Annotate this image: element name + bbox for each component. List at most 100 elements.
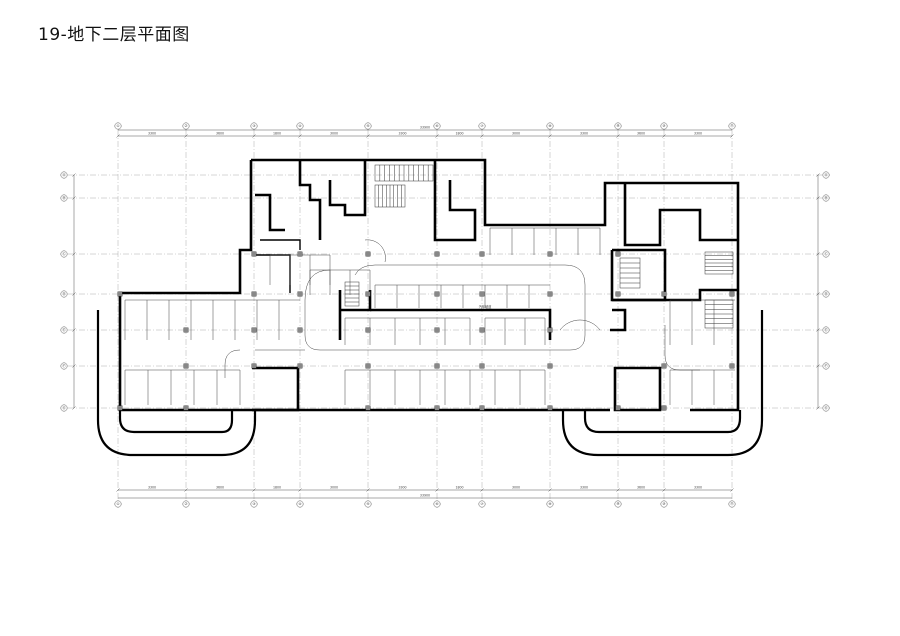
- dimension-tick: [480, 134, 484, 138]
- axis-label-col: ②: [184, 124, 187, 128]
- axis-label-row: Ⓕ: [824, 363, 828, 368]
- axis-label-row: Ⓓ: [824, 291, 828, 296]
- axis-bubble-row: [822, 171, 830, 179]
- dimension-tick: [480, 488, 484, 492]
- dimension-tick: [816, 196, 820, 200]
- column: [547, 405, 553, 411]
- axis-bubble-col: [614, 500, 622, 508]
- axis-bubble-col: [182, 500, 190, 508]
- axis-label-row: Ⓔ: [62, 327, 66, 332]
- column: [365, 251, 371, 257]
- axis-bubble-col: [182, 122, 190, 130]
- axis-label-col: ④: [298, 502, 301, 506]
- column: [615, 251, 621, 257]
- dimension-tick: [252, 134, 256, 138]
- dimension-tick: [435, 134, 439, 138]
- axis-label-col: ①: [116, 124, 119, 128]
- dimension-tick: [72, 364, 76, 368]
- wall-right-connector: [612, 288, 738, 302]
- dimension-value: 3600: [637, 132, 645, 136]
- axis-label-row: Ⓒ: [824, 251, 828, 256]
- column: [434, 291, 440, 297]
- dimension-tick: [116, 134, 120, 138]
- dimension-value: 3300: [148, 132, 156, 136]
- wall-core-1: [298, 160, 322, 240]
- dimension-value: 3300: [148, 486, 156, 490]
- column: [615, 405, 621, 411]
- dimension-tick: [816, 252, 820, 256]
- dimension-tick: [548, 134, 552, 138]
- wall-left-core-cell-2: [260, 239, 301, 250]
- axis-label-col: ③: [252, 124, 255, 128]
- column: [251, 251, 257, 257]
- axis-label-col: ⑤: [366, 124, 370, 128]
- dimension-value: 1800: [455, 132, 463, 136]
- column: [547, 363, 553, 369]
- wall-right-mid: [610, 308, 627, 332]
- axis-label-col: ②: [184, 502, 187, 506]
- wall-right-lower: [690, 300, 740, 412]
- dimension-tick: [72, 196, 76, 200]
- structural-columns: [117, 251, 735, 411]
- axis-bubble-col: [478, 122, 486, 130]
- dimension-tick: [72, 252, 76, 256]
- column: [297, 291, 303, 297]
- axis-label-row: Ⓑ: [824, 195, 828, 200]
- dimension-tick: [435, 488, 439, 492]
- column: [479, 405, 485, 411]
- axis-bubble-col: [614, 122, 622, 130]
- stair-hatches: [344, 164, 734, 329]
- axis-bubble-col: [433, 500, 441, 508]
- axis-bubble-row: [822, 194, 830, 202]
- column: [661, 291, 667, 297]
- axis-label-col: ⑥: [435, 124, 439, 128]
- overall-dimension-value: 33900: [420, 494, 430, 498]
- dimension-tick: [72, 328, 76, 332]
- ramp-label: 汽车坡道: [479, 304, 493, 309]
- column: [183, 363, 189, 369]
- wall-right-bottom-core: [613, 366, 662, 412]
- dimension-value: 3600: [216, 132, 224, 136]
- wall-left-core-cell: [255, 254, 291, 293]
- axis-label-col: ⑨: [616, 502, 620, 506]
- wall-center-2: [370, 308, 552, 340]
- axis-bubble-row: [60, 404, 68, 412]
- axis-bubble-col: [364, 500, 372, 508]
- axis-label-row: Ⓒ: [62, 251, 66, 256]
- dimension-tick: [72, 173, 76, 177]
- dimension-value: 1800: [455, 486, 463, 490]
- dimension-value: 3300: [694, 132, 702, 136]
- axis-label-col: ⑦: [480, 124, 483, 128]
- dimension-tick: [616, 488, 620, 492]
- axis-bubble-row: [60, 362, 68, 370]
- dimension-value: 1800: [273, 132, 281, 136]
- axis-label-row: Ⓕ: [62, 363, 66, 368]
- axis-label-col: ⑩: [662, 124, 665, 128]
- ramp-right-outer: [561, 310, 764, 457]
- axis-label-row: Ⓑ: [62, 195, 66, 200]
- dimension-value: 3600: [637, 486, 645, 490]
- column: [479, 363, 485, 369]
- wall-core-2: [328, 160, 367, 217]
- column: [434, 327, 440, 333]
- axis-label-col: ⑤: [366, 502, 370, 506]
- drawing-title: 19-地下二层平面图: [38, 25, 190, 45]
- dimension-tick: [662, 488, 666, 492]
- parking-stalls: [124, 227, 735, 405]
- axis-bubble-col: [546, 500, 554, 508]
- dimension-value: 3300: [398, 132, 406, 136]
- dimension-value: 1800: [273, 486, 281, 490]
- dimension-value: 3600: [216, 486, 224, 490]
- dimension-value: 3300: [580, 486, 588, 490]
- dimension-value: 3000: [512, 132, 520, 136]
- column: [251, 291, 257, 297]
- column: [661, 363, 667, 369]
- dimension-tick: [616, 134, 620, 138]
- dimension-value: 3000: [512, 486, 520, 490]
- axis-bubble-row: [822, 362, 830, 370]
- dimension-value: 3000: [330, 132, 338, 136]
- column: [251, 327, 257, 333]
- axis-label-row: Ⓔ: [824, 327, 828, 332]
- column: [365, 327, 371, 333]
